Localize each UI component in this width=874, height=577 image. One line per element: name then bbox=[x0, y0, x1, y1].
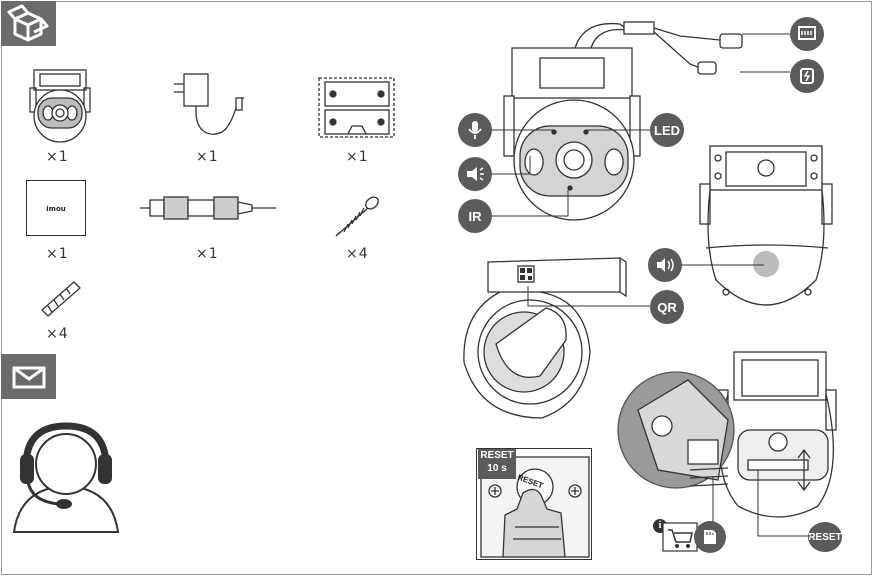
ir-label: IR bbox=[468, 208, 482, 224]
waterproof-kit-qty: ×1 bbox=[196, 246, 219, 262]
guide-brand: imou bbox=[46, 205, 66, 213]
ethernet-port-badge bbox=[790, 17, 824, 51]
sd-leader bbox=[712, 476, 714, 522]
power-adapter-qty: ×1 bbox=[196, 149, 219, 165]
reset-box-time: 10 s bbox=[487, 463, 507, 474]
anchors-qty: ×4 bbox=[46, 326, 69, 342]
reset-leader bbox=[757, 470, 810, 537]
reset-label: RESET bbox=[808, 531, 842, 543]
loudspeaker-leader bbox=[682, 264, 764, 266]
feature-leader-lines bbox=[492, 129, 650, 217]
qr-leader bbox=[527, 286, 650, 307]
camera-item bbox=[29, 69, 91, 143]
sd-card-icon bbox=[704, 530, 716, 544]
camera-qty: ×1 bbox=[46, 149, 69, 165]
quick-start-guide-qty: ×1 bbox=[46, 246, 69, 262]
screws-qty: ×4 bbox=[346, 246, 369, 262]
mounting-template-item bbox=[318, 77, 395, 138]
package-icon bbox=[7, 4, 49, 42]
reset-closeup: RESET bbox=[476, 448, 592, 560]
microphone-badge bbox=[458, 113, 492, 147]
reset-badge: RESET bbox=[808, 522, 842, 552]
camera-qr-view bbox=[463, 257, 627, 419]
power-adapter-item bbox=[174, 73, 244, 135]
power-icon bbox=[800, 68, 814, 84]
led-label: LED bbox=[654, 122, 680, 138]
loudspeaker-badge bbox=[648, 248, 682, 282]
anchor-item bbox=[41, 281, 81, 317]
screw-item bbox=[335, 196, 379, 237]
reset-box-title: RESET bbox=[480, 450, 514, 461]
package-tab bbox=[1, 1, 56, 46]
support-agent-icon bbox=[12, 422, 120, 533]
sd-card-badge bbox=[694, 521, 726, 553]
cart-icon bbox=[662, 522, 698, 552]
camera-sd-reset-view bbox=[617, 351, 837, 518]
speaker-icon bbox=[467, 167, 484, 181]
loudspeaker-icon bbox=[657, 258, 674, 272]
speaker-badge bbox=[458, 157, 492, 191]
ir-badge: IR bbox=[458, 199, 492, 233]
envelope-icon bbox=[12, 366, 46, 389]
reset-instruction-box: RESET 10 s bbox=[478, 449, 516, 479]
qr-badge: QR bbox=[650, 290, 684, 324]
quick-start-guide-item: imou bbox=[26, 180, 86, 236]
contact-tab bbox=[1, 354, 56, 399]
microphone-icon bbox=[468, 121, 482, 139]
qr-label: QR bbox=[657, 299, 677, 315]
ethernet-icon bbox=[798, 26, 816, 40]
port-leader-lines bbox=[740, 33, 790, 73]
mounting-template-qty: ×1 bbox=[346, 149, 369, 165]
camera-bottom-view bbox=[699, 145, 833, 306]
led-badge: LED bbox=[650, 113, 684, 147]
waterproof-kit-item bbox=[140, 196, 276, 220]
power-port-badge bbox=[790, 59, 824, 93]
